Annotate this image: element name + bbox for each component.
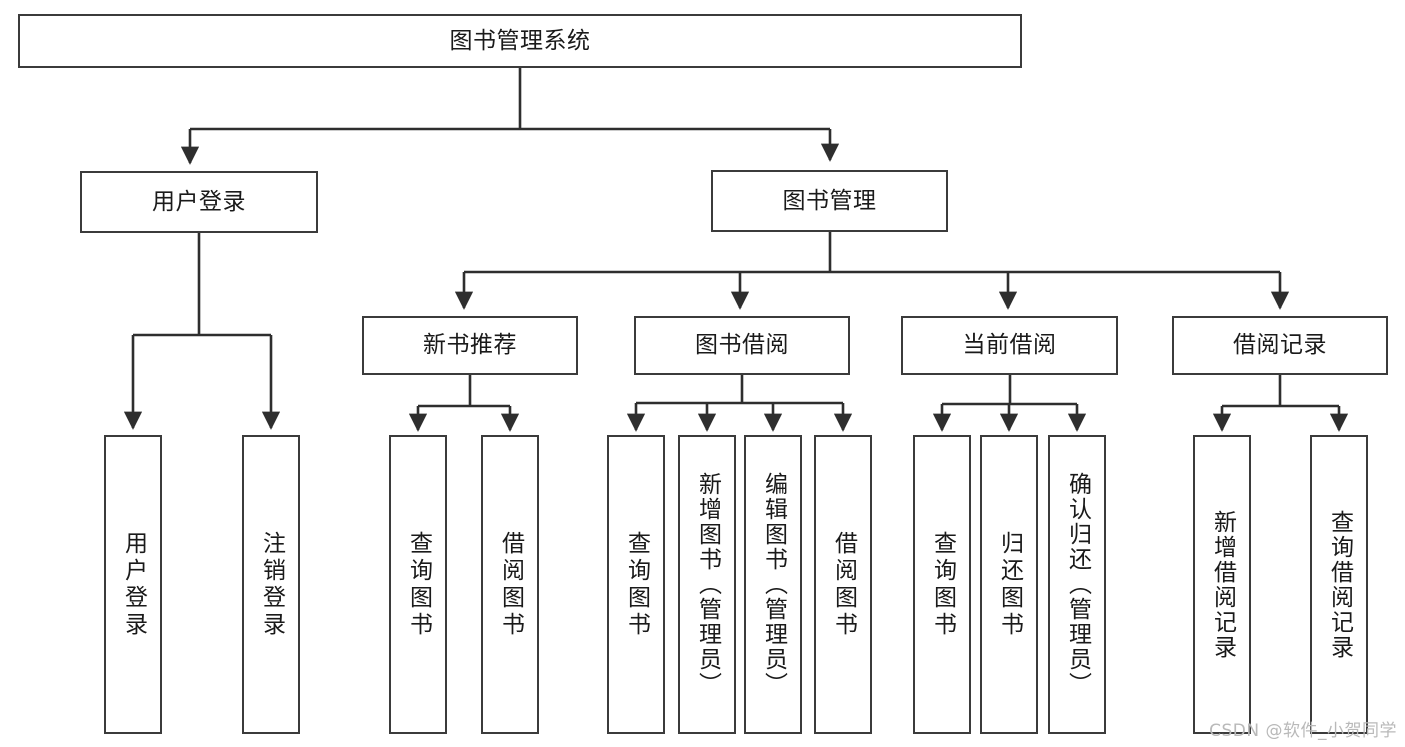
node-leaf-add-record-label: 新增借阅记录 xyxy=(1209,509,1236,660)
node-leaf-query-record[interactable]: 查询借阅记录 xyxy=(1310,435,1368,734)
node-root[interactable]: 图书管理系统 xyxy=(18,14,1022,68)
node-leaf-borrow-book-2-label: 借阅图书 xyxy=(830,530,857,639)
node-leaf-borrow-book-1[interactable]: 借阅图书 xyxy=(481,435,539,734)
node-leaf-query-book-1[interactable]: 查询图书 xyxy=(389,435,447,734)
node-new-book-recommend-label: 新书推荐 xyxy=(423,332,517,359)
node-leaf-add-book-label: 新增图书（管理员） xyxy=(694,472,721,697)
node-leaf-query-book-2[interactable]: 查询图书 xyxy=(607,435,665,734)
node-user-login-label: 用户登录 xyxy=(152,188,246,215)
node-book-manage-label: 图书管理 xyxy=(782,187,877,214)
node-leaf-user-login[interactable]: 用户登录 xyxy=(104,435,162,734)
node-book-manage[interactable]: 图书管理 xyxy=(711,170,948,232)
node-leaf-confirm-return[interactable]: 确认归还（管理员） xyxy=(1048,435,1106,734)
node-leaf-confirm-return-label: 确认归还（管理员） xyxy=(1064,472,1091,697)
node-current-borrow[interactable]: 当前借阅 xyxy=(901,316,1118,375)
node-book-borrow[interactable]: 图书借阅 xyxy=(634,316,850,375)
node-leaf-add-book[interactable]: 新增图书（管理员） xyxy=(678,435,736,734)
node-leaf-borrow-book-2[interactable]: 借阅图书 xyxy=(814,435,872,734)
node-borrow-record-label: 借阅记录 xyxy=(1233,332,1327,359)
node-root-label: 图书管理系统 xyxy=(449,27,591,54)
node-leaf-query-book-2-label: 查询图书 xyxy=(623,530,650,639)
node-leaf-query-book-3[interactable]: 查询图书 xyxy=(913,435,971,734)
node-user-login[interactable]: 用户登录 xyxy=(80,171,318,233)
node-leaf-logout[interactable]: 注销登录 xyxy=(242,435,300,734)
node-leaf-query-book-3-label: 查询图书 xyxy=(929,530,956,639)
node-current-borrow-label: 当前借阅 xyxy=(962,332,1057,359)
node-leaf-edit-book[interactable]: 编辑图书（管理员） xyxy=(744,435,802,734)
node-book-borrow-label: 图书借阅 xyxy=(695,332,789,359)
node-leaf-logout-label: 注销登录 xyxy=(258,530,285,639)
node-leaf-query-book-1-label: 查询图书 xyxy=(405,530,432,639)
node-leaf-return-book-label: 归还图书 xyxy=(996,530,1023,639)
node-leaf-user-login-label: 用户登录 xyxy=(120,530,147,639)
node-leaf-query-record-label: 查询借阅记录 xyxy=(1326,509,1353,660)
watermark-text: CSDN @软件_小贺同学 xyxy=(1209,721,1397,741)
node-leaf-add-record[interactable]: 新增借阅记录 xyxy=(1193,435,1251,734)
node-leaf-edit-book-label: 编辑图书（管理员） xyxy=(760,472,787,697)
node-borrow-record[interactable]: 借阅记录 xyxy=(1172,316,1388,375)
node-leaf-borrow-book-1-label: 借阅图书 xyxy=(497,530,524,639)
node-leaf-return-book[interactable]: 归还图书 xyxy=(980,435,1038,734)
node-new-book-recommend[interactable]: 新书推荐 xyxy=(362,316,578,375)
